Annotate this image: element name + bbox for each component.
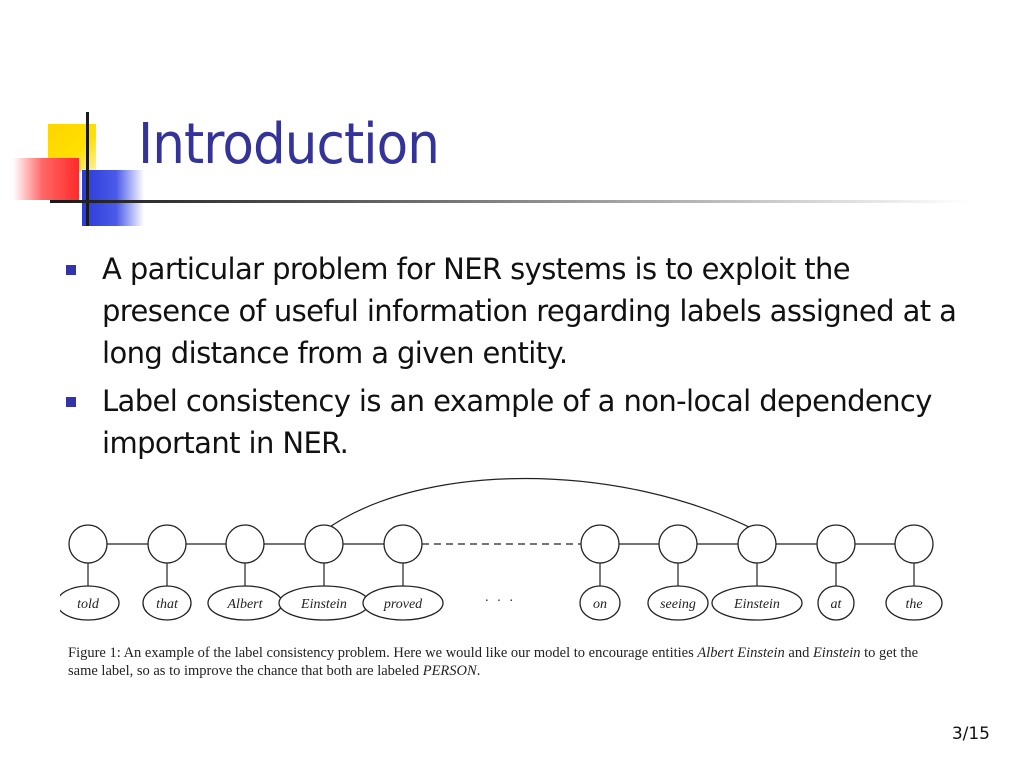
slide-logo-decoration (0, 0, 150, 240)
long-distance-edge (323, 477, 758, 532)
bullet-text: Label consistency is an example of a non… (102, 384, 932, 460)
token-label: the (905, 597, 922, 612)
token-node (885, 585, 943, 621)
bullet-square-icon (66, 265, 76, 275)
token-label: Einstein (733, 597, 780, 612)
caption-segment: . (476, 663, 481, 679)
label-node (147, 524, 187, 564)
logo-vertical-line (86, 112, 89, 226)
token-label: told (77, 597, 100, 612)
token-label: at (831, 597, 843, 612)
crf-figure: told that Albert Einstein proved on seeing Eins… (56, 466, 960, 626)
label-node (68, 524, 108, 564)
token-label: Albert (227, 597, 264, 612)
token-label: that (156, 597, 179, 612)
bullet-square-icon (66, 397, 76, 407)
caption-segment: Figure 1: An example of the label consis… (68, 645, 698, 661)
slide-title: Introduction (138, 112, 440, 177)
label-node (225, 524, 265, 564)
label-node (816, 524, 856, 564)
caption-segment: Albert Einstein (697, 645, 785, 661)
caption-segment: Einstein (812, 645, 861, 661)
bullet-text: A particular problem for NER systems is … (102, 252, 957, 370)
figure-caption: Figure 1: An example of the label consis… (68, 644, 948, 680)
token-node (817, 585, 855, 621)
caption-segment: PERSON (422, 663, 477, 679)
crf-diagram: told that Albert Einstein proved on seeing Eins… (56, 477, 943, 621)
title-underline (50, 200, 970, 203)
label-node (658, 524, 698, 564)
token-label: on (593, 597, 607, 612)
token-node (142, 585, 192, 621)
logo-blue-square (82, 170, 144, 226)
token-label: Einstein (300, 597, 347, 612)
token-label: proved (383, 597, 423, 612)
token-node (362, 585, 444, 621)
token-node (711, 585, 803, 621)
label-node (304, 524, 344, 564)
caption-segment: and (784, 645, 813, 661)
bullet-list: A particular problem for NER systems is … (62, 248, 972, 470)
label-node (737, 524, 777, 564)
bullet-item: A particular problem for NER systems is … (62, 248, 972, 374)
ellipsis-label: · · · (485, 594, 516, 609)
caption-segment: to get the same label, so as to improve … (68, 645, 919, 679)
page-number: 3/15 (951, 724, 990, 744)
logo-red-square (13, 158, 79, 200)
token-node (579, 585, 621, 621)
bullet-item: Label consistency is an example of a non… (62, 380, 972, 464)
token-label: seeing (660, 597, 696, 612)
label-node (580, 524, 620, 564)
label-node (894, 524, 934, 564)
token-node (647, 585, 709, 621)
label-node (383, 524, 423, 564)
